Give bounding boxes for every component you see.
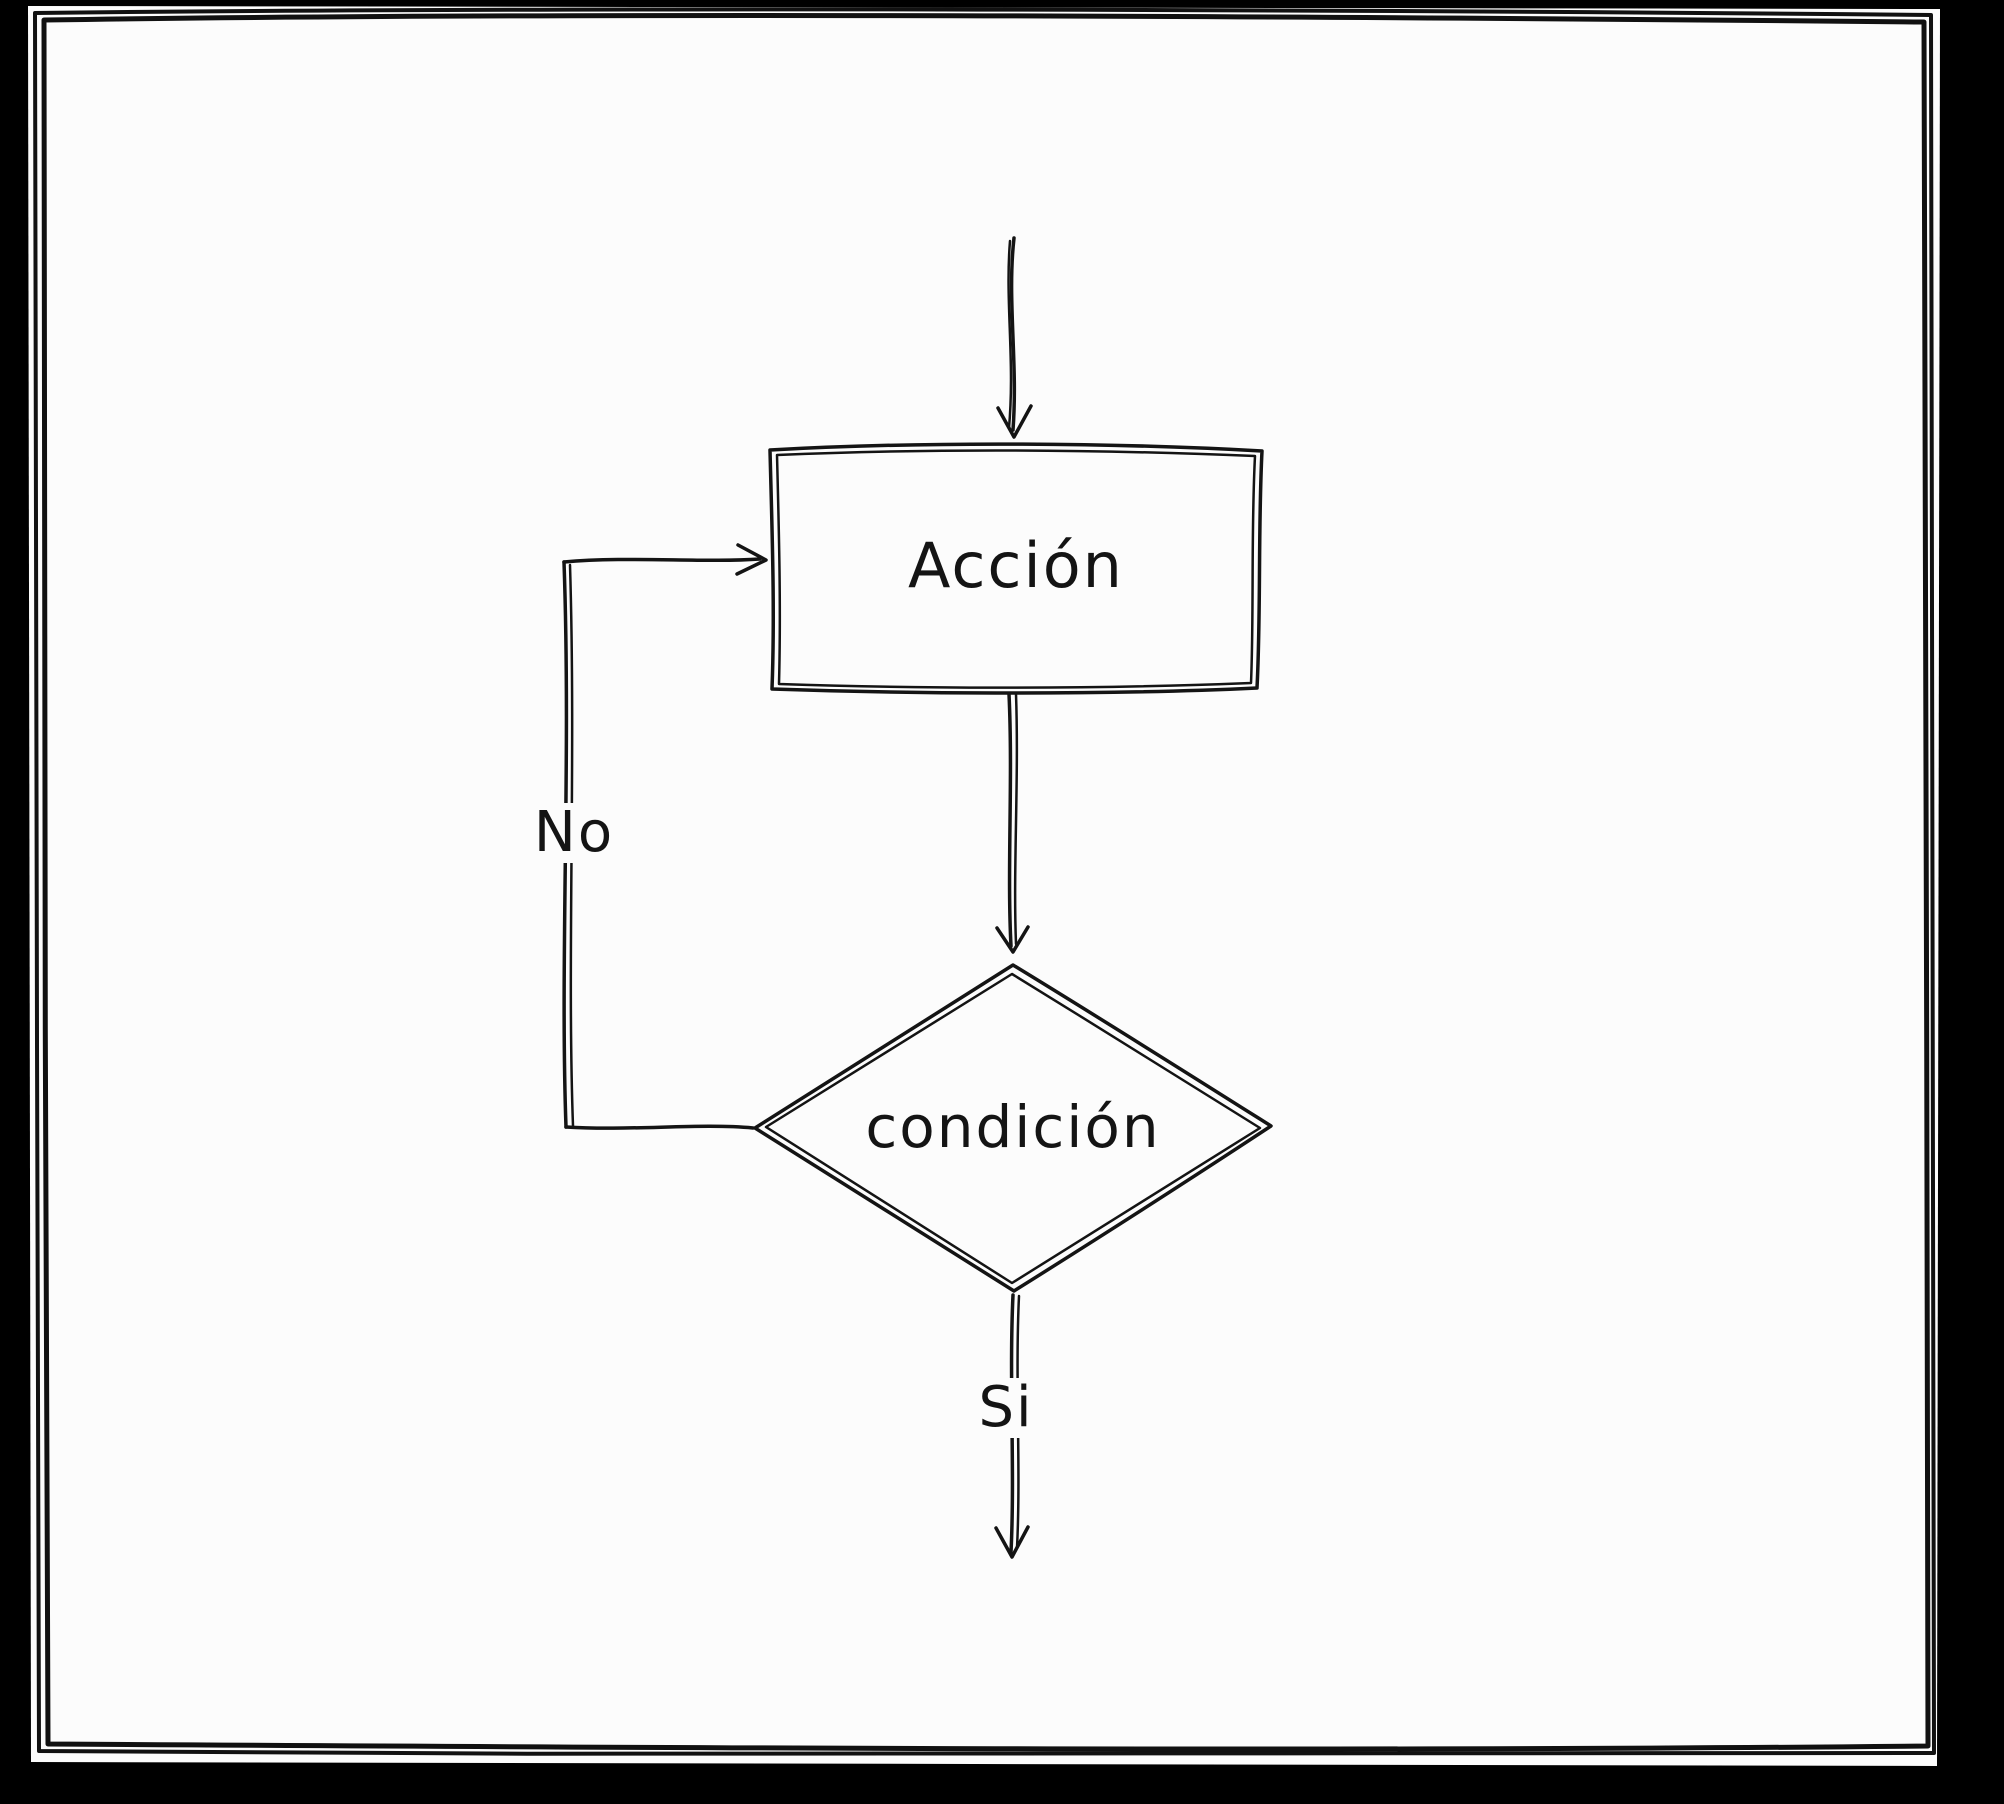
loop-arrowhead [735, 543, 768, 576]
frame-border [33, 7, 1936, 1758]
action-box [768, 442, 1264, 695]
condition-label: condición [865, 1093, 1161, 1161]
action-label: Acción [908, 529, 1124, 602]
exit-arrowhead [994, 1525, 1030, 1559]
yes-branch-label: Si [970, 1378, 1042, 1438]
condition-arrowhead [995, 925, 1030, 954]
action-to-condition-arrow [995, 692, 1030, 954]
no-branch-label: No [525, 803, 623, 863]
entry-arrowhead [996, 404, 1033, 439]
paper-background [28, 6, 1940, 1766]
condition-diamond [753, 963, 1273, 1293]
entry-arrow [996, 236, 1033, 439]
